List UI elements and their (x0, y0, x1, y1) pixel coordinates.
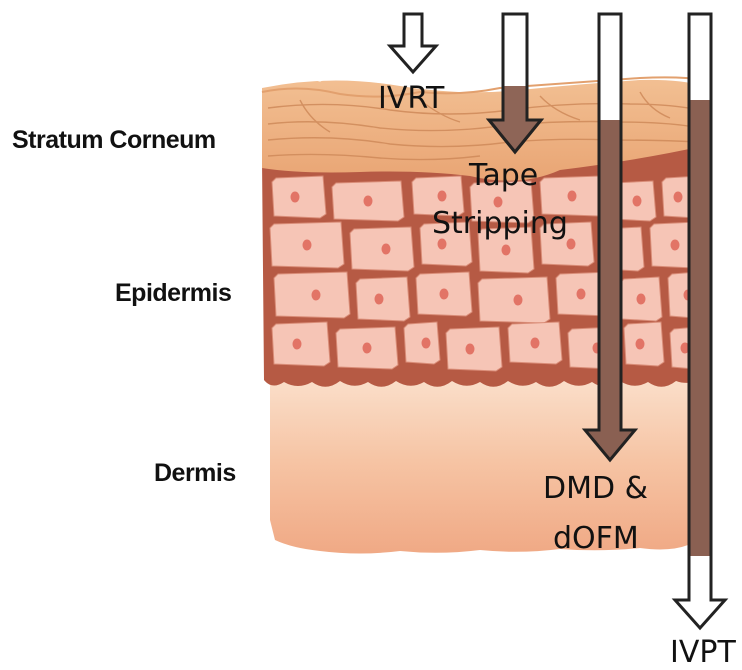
cell-nucleus (382, 244, 391, 255)
cell-nucleus (674, 192, 683, 203)
cell-nucleus (363, 343, 372, 354)
cell-nucleus (364, 196, 373, 207)
ivrt-label: IVRT (378, 81, 445, 116)
ivrt-arrow (390, 14, 436, 72)
dmd-dofm-label-line1: DMD & (543, 471, 648, 506)
tape-stripping-label-line1: Tape (468, 158, 538, 193)
tape-stripping-label-line2: Stripping (432, 206, 568, 241)
cell-nucleus (466, 344, 475, 355)
cell-nucleus (636, 339, 645, 350)
cell-nucleus (531, 338, 540, 349)
cell-nucleus (312, 290, 321, 301)
cell-nucleus (293, 339, 302, 350)
tape-stripping-arrow (489, 14, 541, 152)
cell-nucleus (303, 240, 312, 251)
cell-nucleus (291, 192, 300, 203)
stratum-corneum-label: Stratum Corneum (12, 126, 216, 154)
cell-nucleus (568, 191, 577, 202)
layer-labels: Stratum Corneum Epidermis Dermis (12, 126, 236, 487)
cell-nucleus (375, 294, 384, 305)
cell-nucleus (633, 196, 642, 207)
dmd-dofm-label-line2: dOFM (553, 521, 639, 556)
ivpt-label: IVPT (670, 635, 736, 670)
dermis-label: Dermis (154, 459, 236, 487)
cell-nucleus (438, 191, 447, 202)
cell-nucleus (671, 240, 680, 251)
cell-nucleus (422, 338, 431, 349)
cell-nucleus (514, 295, 523, 306)
cell-nucleus (502, 245, 511, 256)
cell-nucleus (577, 289, 586, 300)
cell-nucleus (440, 289, 449, 300)
cell-nucleus (637, 294, 646, 305)
epidermis-label: Epidermis (115, 279, 231, 307)
